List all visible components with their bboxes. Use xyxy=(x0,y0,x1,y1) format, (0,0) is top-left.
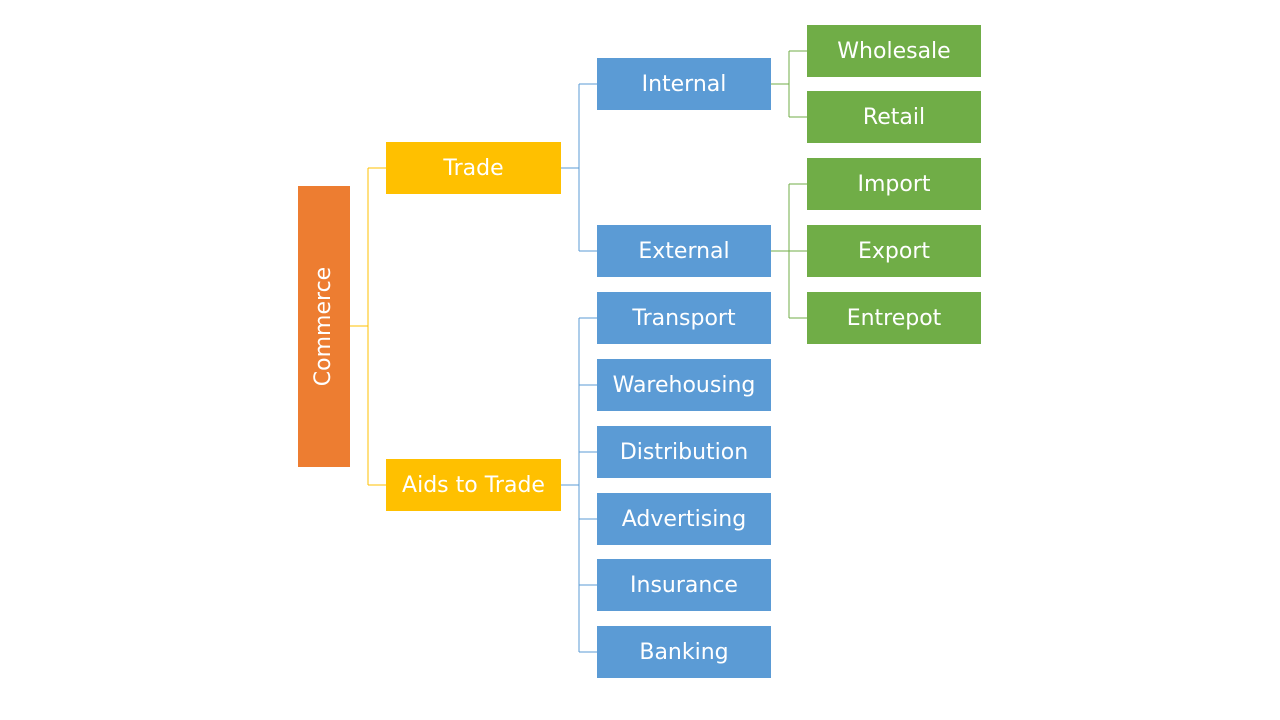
node-trade-label: Trade xyxy=(443,155,504,181)
node-import-label: Import xyxy=(857,171,931,197)
node-wholesale: Wholesale xyxy=(807,25,981,77)
node-commerce: Commerce xyxy=(298,186,350,467)
node-advertising-label: Advertising xyxy=(621,506,747,532)
node-insurance-label: Insurance xyxy=(630,572,738,598)
node-distribution-label: Distribution xyxy=(619,439,749,465)
node-advertising: Advertising xyxy=(597,493,771,545)
node-warehousing-label: Warehousing xyxy=(612,372,756,398)
node-retail: Retail xyxy=(807,91,981,143)
node-insurance: Insurance xyxy=(597,559,771,611)
node-trade: Trade xyxy=(386,142,561,194)
node-retail-label: Retail xyxy=(862,104,926,130)
node-entrepot: Entrepot xyxy=(807,292,981,344)
node-import: Import xyxy=(807,158,981,210)
node-export: Export xyxy=(807,225,981,277)
node-banking: Banking xyxy=(597,626,771,678)
node-export-label: Export xyxy=(857,238,930,264)
node-external-label: External xyxy=(638,238,730,264)
node-internal: Internal xyxy=(597,58,771,110)
node-warehousing: Warehousing xyxy=(597,359,771,411)
node-transport-label: Transport xyxy=(632,305,736,331)
node-banking-label: Banking xyxy=(639,639,729,665)
node-commerce-label: Commerce xyxy=(311,266,337,387)
node-external: External xyxy=(597,225,771,277)
node-distribution: Distribution xyxy=(597,426,771,478)
node-transport: Transport xyxy=(597,292,771,344)
node-wholesale-label: Wholesale xyxy=(837,38,951,64)
node-internal-label: Internal xyxy=(641,71,727,97)
node-entrepot-label: Entrepot xyxy=(846,305,942,331)
node-aids-to-trade: Aids to Trade xyxy=(386,459,561,511)
node-aids-to-trade-label: Aids to Trade xyxy=(402,472,545,498)
